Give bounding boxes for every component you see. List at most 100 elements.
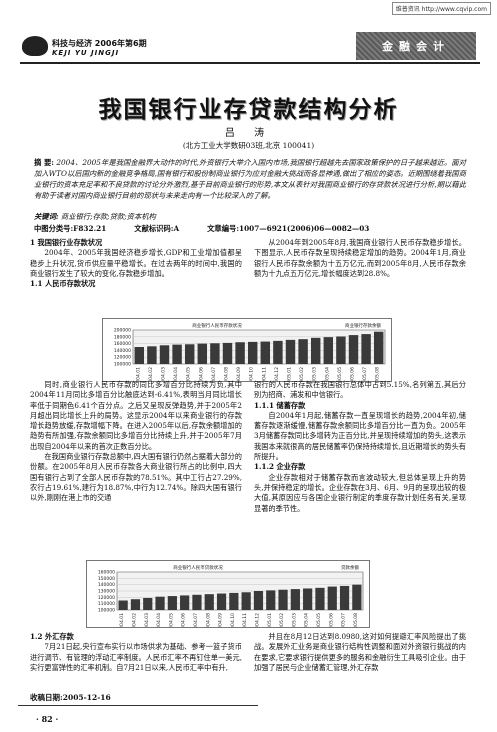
x-tick-label: 2004.03 <box>144 613 150 627</box>
right-column-middle: 银行的人民币存款在我国银行总体中占到5.15%,名列第五,其后分别为招商、浦发和… <box>254 380 466 514</box>
section-heading: 1 我国银行业存款状况 <box>30 238 103 247</box>
data-bar <box>373 331 384 364</box>
data-bar <box>361 334 371 364</box>
x-tick-label: 2004.12 <box>254 613 260 627</box>
data-bar <box>339 585 350 610</box>
x-tick-label: 2004.08 <box>205 613 211 627</box>
data-bar <box>235 342 245 364</box>
subsection-heading: 1.2 外汇存款 <box>30 632 74 641</box>
data-bar <box>352 584 362 610</box>
y-tick-label: 160000 <box>114 341 131 347</box>
x-tick-label: 2004.11 <box>261 367 267 381</box>
section-badge: 金融会计 <box>356 32 476 60</box>
x-tick-label: 2004.11 <box>242 613 248 627</box>
x-tick-label: 2005.08 <box>375 367 381 381</box>
plot-area <box>132 329 386 365</box>
data-bar <box>118 600 128 610</box>
paragraph: 同时,商业银行人民币存款的同比多增百分比持续为负,其中2004年11月同比多增百… <box>30 380 242 451</box>
x-tick-label: 2004.07 <box>193 613 199 627</box>
data-bar <box>336 336 346 364</box>
x-tick-label: 2005.06 <box>328 613 334 627</box>
x-tick-label: 2004.12 <box>274 367 280 381</box>
abstract-block: 摘 要: 2004、2005年是我国金融界大动作的时代,外资银行大举介入国内市场… <box>34 157 466 201</box>
page-number: · 82 · <box>36 714 59 724</box>
data-bar <box>241 592 251 610</box>
journal-title: 科技与经济 2006年第6期 <box>52 39 147 48</box>
x-tick-label: 2004.07 <box>211 367 217 381</box>
data-bar <box>222 342 233 364</box>
x-tick-label: 2005.05 <box>337 367 343 381</box>
x-tick-label: 2005.03 <box>291 613 297 627</box>
left-column-middle: 同时,商业银行人民币存款的同比多增百分比持续为负,其中2004年11月同比多增百… <box>30 380 242 504</box>
x-tick-label: 2004.06 <box>181 613 187 627</box>
data-bar <box>348 335 359 364</box>
data-bar <box>260 341 271 364</box>
y-tick-label: 100000 <box>98 608 115 614</box>
subsection-heading: 1.1.1 储蓄存款 <box>254 400 306 410</box>
x-tick-label: 2005.08 <box>353 613 359 627</box>
paragraph: 银行的人民币存款在我国银行总体中占到5.15%,名列第五,其后分别为招商、浦发和… <box>254 380 466 400</box>
subsection-heading: 1.1 人民币存款状况 <box>30 279 96 289</box>
data-bar <box>285 339 296 364</box>
y-tick-label: 150000 <box>98 576 115 582</box>
x-tick-label: 2004.06 <box>198 367 204 381</box>
legend-label: 商业银行存款余额 <box>345 322 381 329</box>
keywords-block: 关键词: 商业银行;存款;贷款;资本机构 <box>34 212 466 222</box>
data-bar <box>167 596 177 610</box>
deposit-chart-svg: 商业银行人民币存款状况商业银行存款余额200000180000160000140… <box>114 322 386 386</box>
x-tick-label: 2004.02 <box>148 367 154 381</box>
subsection-heading: 1.1.2 企业存款 <box>254 462 306 472</box>
data-bar <box>253 591 264 610</box>
x-tick-label: 2005.04 <box>304 613 310 627</box>
x-tick-label: 2005.07 <box>341 613 347 627</box>
data-bar <box>290 589 300 610</box>
legend-label: 贷款余额 <box>341 564 359 571</box>
x-tick-label: 2005.06 <box>350 367 356 381</box>
x-tick-label: 2004.10 <box>249 367 255 381</box>
data-bar <box>323 337 334 364</box>
y-tick-label: 180000 <box>114 334 131 340</box>
keywords-label: 关键词: <box>34 212 59 221</box>
paragraph: 7月21日起,央行宣布实行以市场供求为基础、参考一篮子货币进行调节、有管理的浮动… <box>30 642 242 672</box>
x-tick-label: 2004.09 <box>236 367 242 381</box>
y-tick-label: 140000 <box>114 348 131 354</box>
x-tick-label: 2005.02 <box>279 613 285 627</box>
x-tick-label: 2005.01 <box>287 367 293 381</box>
data-bar <box>130 599 141 610</box>
x-tick-label: 2005.03 <box>312 367 318 381</box>
x-tick-label: 2004.04 <box>156 613 162 627</box>
y-tick-label: 120000 <box>98 595 115 601</box>
y-tick-label: 140000 <box>98 582 115 588</box>
x-tick-label: 2004.03 <box>161 367 167 381</box>
y-tick-label: 130000 <box>98 589 115 595</box>
journal-logo-icon <box>22 36 48 56</box>
paragraph: 2004年、2005年我国经济稳步增长,GDP和工业增加值都呈稳步上升状况,货币… <box>30 248 242 278</box>
paragraph: 自2004年1月起,储蓄存款一直呈现增长的趋势,2004年初,储蓄存款逐渐缓慢,… <box>254 410 466 462</box>
abstract-text: 2004、2005年是我国金融界大动作的时代,外资银行大举介入国内市场,我国银行… <box>34 158 467 200</box>
article-title: 我国银行业存贷款结构分析 <box>98 97 399 123</box>
header-divider <box>20 62 480 64</box>
data-bar <box>247 341 258 364</box>
document-code: 文献标识码:A <box>134 224 180 233</box>
y-tick-label: 200000 <box>114 328 131 334</box>
paragraph: 并且在8月12日达到8.0980,这对如何提避汇率风险提出了挑战。发展外汇业务是… <box>254 632 466 672</box>
y-tick-label: 120000 <box>114 355 131 361</box>
data-bar <box>327 586 337 610</box>
keywords-text: 商业银行;存款;贷款;资本机构 <box>60 212 156 221</box>
chart-title: 商业银行人民币贷款状况 <box>173 564 223 571</box>
x-tick-label: 2004.10 <box>230 613 236 627</box>
data-bar <box>229 592 239 610</box>
x-tick-label: 2004.02 <box>131 613 137 627</box>
x-tick-label: 2005.01 <box>267 613 273 627</box>
x-tick-label: 2004.04 <box>173 367 179 381</box>
x-tick-label: 2005.02 <box>299 367 305 381</box>
data-bar <box>134 347 145 364</box>
abstract-label: 摘 要: <box>34 158 54 167</box>
received-date: 收稿日期:2005-12-16 <box>30 693 111 702</box>
footer-divider <box>18 705 258 706</box>
data-bar <box>155 596 165 610</box>
loan-chart-svg: 商业银行人民币贷款状况贷款余额1600001500001400001300001… <box>98 564 364 632</box>
data-bar <box>310 337 321 364</box>
